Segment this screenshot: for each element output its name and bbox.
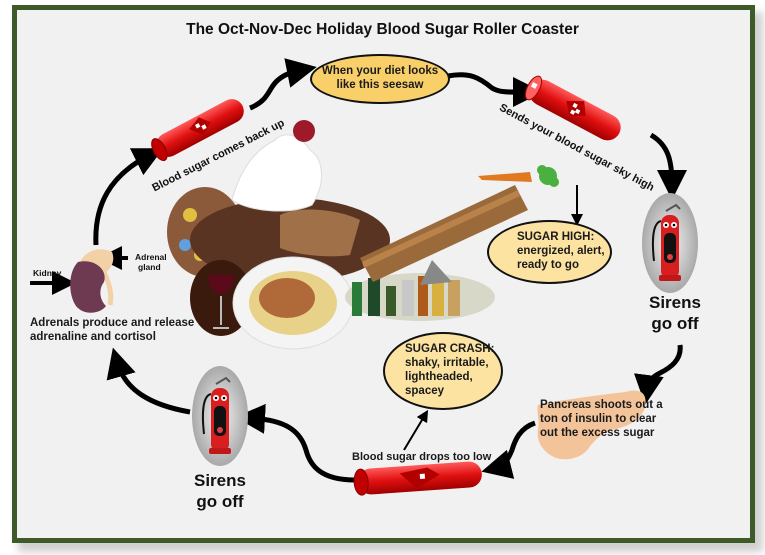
blood-tube-icon <box>353 461 482 496</box>
sugar-crash-line1: shaky, irritable, <box>405 357 489 369</box>
seesaw-icon <box>360 185 528 285</box>
diagram-title: The Oct-Nov-Dec Holiday Blood Sugar Roll… <box>186 21 579 38</box>
cycle-arrows <box>30 58 687 483</box>
sirens-right-line1: Sirens <box>649 293 701 312</box>
kidney-icon <box>70 249 114 313</box>
pancreas-label: Pancreas shoots out a ton of insulin to … <box>540 398 663 440</box>
pancreas-line2: ton of insulin to clear <box>540 413 657 425</box>
diet-oval-text: When your diet looks like this seesaw <box>321 65 439 91</box>
sugar-crash-oval: SUGAR CRASH: shaky, irritable, lighthead… <box>383 332 503 410</box>
arrow-tube-to-siren-left <box>235 403 356 483</box>
pancreas-line3: out the excess sugar <box>540 427 655 439</box>
sugar-high-heading: SUGAR HIGH: <box>517 231 595 243</box>
food-collage-image <box>167 120 495 350</box>
blood-tube-icon <box>151 99 244 162</box>
sirens-right-line2: go off <box>651 314 699 333</box>
arrow-siren-to-pancreas <box>633 344 683 405</box>
adrenals-line1: Adrenals produce and release <box>30 317 195 329</box>
kidney-label: Kidney <box>33 268 62 278</box>
arrow-tube-to-siren <box>649 132 687 200</box>
sirens-left-line1: Sirens <box>194 471 246 490</box>
pancreas-line1: Pancreas shoots out a <box>540 399 663 411</box>
adrenal-gland-label: Adrenal gland <box>135 252 167 272</box>
blood-tube-icon <box>524 75 621 141</box>
arrow-siren-to-adrenal <box>106 347 191 415</box>
arrow-diet-to-tube <box>447 72 543 108</box>
sirens-left-label: Sirens go off <box>185 470 255 512</box>
fire-extinguisher-icon <box>192 366 248 466</box>
adrenals-label: Adrenals produce and release adrenaline … <box>30 316 194 344</box>
sugar-crash-heading: SUGAR CRASH: <box>405 343 495 355</box>
adrenal-gland-line1: Adrenal <box>135 252 167 262</box>
carrot-icon <box>478 165 559 187</box>
adrenal-gland-line2: gland <box>138 262 161 272</box>
sugar-crash-line3: spacey <box>405 385 445 397</box>
pancreas-icon <box>537 390 646 460</box>
diet-oval: When your diet looks like this seesaw <box>310 54 450 104</box>
sirens-right-label: Sirens go off <box>640 292 710 334</box>
arrow-tube-to-diet <box>248 58 317 111</box>
adrenals-line2: adrenaline and cortisol <box>30 331 156 343</box>
sugar-high-line2: ready to go <box>517 259 579 271</box>
sugar-high-oval: SUGAR HIGH: energized, alert, ready to g… <box>487 220 612 284</box>
arrow-adrenal-to-tube <box>93 148 164 246</box>
sugar-crash-line2: lightheaded, <box>405 371 473 383</box>
sugar-high-line1: energized, alert, <box>517 245 605 257</box>
arrow-pancreas-to-tube <box>481 420 536 479</box>
fire-extinguisher-icon <box>642 193 698 293</box>
drops-low-label: Blood sugar drops too low <box>352 451 492 463</box>
arrow-drops-to-crash <box>403 409 429 451</box>
sirens-left-line2: go off <box>196 492 244 511</box>
